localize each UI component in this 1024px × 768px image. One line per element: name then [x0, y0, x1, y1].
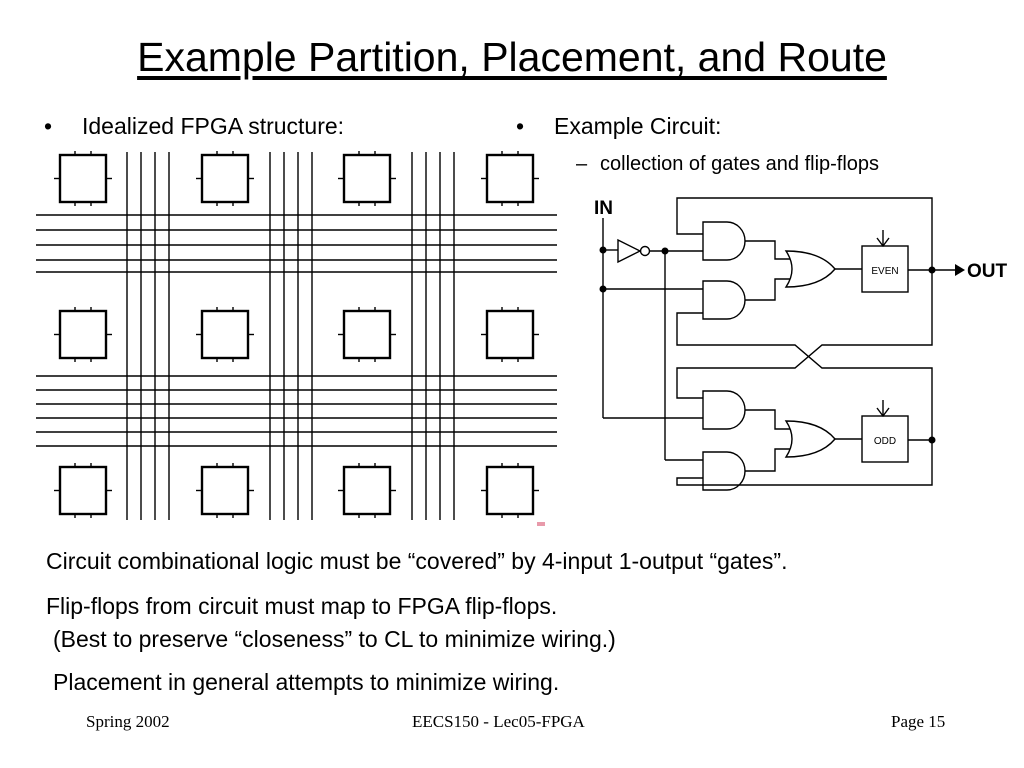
- and-gate: [702, 280, 746, 320]
- logic-block: [342, 153, 392, 204]
- logic-block: [342, 309, 392, 360]
- diagram-artifact: [537, 522, 545, 526]
- right-sub-bullet-text: collection of gates and flip-flops: [600, 153, 880, 175]
- paragraph-placement: Placement in general attempts to minimiz…: [53, 669, 560, 695]
- wire: [745, 409, 790, 430]
- paragraph-closeness: (Best to preserve “closeness” to CL to m…: [53, 626, 616, 652]
- circuit-input-label: IN: [594, 198, 613, 219]
- even-flip-flop-label: EVEN: [871, 266, 898, 277]
- wire: [745, 278, 790, 301]
- logic-block: [200, 153, 250, 204]
- and-gate: [702, 390, 746, 430]
- footer-date: Spring 2002: [86, 712, 170, 731]
- logic-block: [58, 309, 108, 360]
- sub-bullet-dash: –: [576, 153, 588, 175]
- logic-block: [200, 465, 250, 516]
- logic-block: [485, 153, 535, 204]
- even-cross-wire: [676, 270, 933, 399]
- bullet-dot: •: [516, 113, 525, 139]
- logic-block: [342, 465, 392, 516]
- logic-block: [58, 465, 108, 516]
- junction-dots: [599, 246, 936, 444]
- inverter-gate: [617, 238, 642, 264]
- paragraph-cover: Circuit combinational logic must be “cov…: [46, 548, 788, 574]
- bullet-dot: •: [44, 113, 53, 139]
- odd-flip-flop-label: ODD: [874, 436, 896, 447]
- or-gate: [784, 420, 836, 458]
- even-flip-flop: [861, 245, 909, 293]
- clock-arrow-icon: [876, 407, 890, 418]
- logic-block: [485, 309, 535, 360]
- circuit-output-label: OUT: [967, 261, 1008, 282]
- paragraph-flip-flops: Flip-flops from circuit must map to FPGA…: [46, 593, 558, 619]
- slide-title: Example Partition, Placement, and Route: [137, 34, 887, 80]
- odd-flip-flop: [861, 415, 909, 463]
- right-bullet-text: Example Circuit:: [554, 113, 722, 139]
- footer-page-number: Page 15: [891, 712, 946, 731]
- odd-feedback-wire: [676, 440, 933, 486]
- clock-arrow-icon: [876, 237, 890, 248]
- and-gate: [702, 451, 746, 491]
- and-gate: [702, 221, 746, 261]
- left-bullet-text: Idealized FPGA structure:: [82, 113, 345, 139]
- even-feedback-wire: [676, 197, 933, 270]
- logic-block: [58, 153, 108, 204]
- or-gate: [784, 250, 836, 288]
- footer-course: EECS150 - Lec05-FPGA: [412, 712, 585, 731]
- inverter-bubble: [639, 245, 651, 257]
- wire: [745, 240, 790, 260]
- logic-block: [485, 465, 535, 516]
- wire: [745, 448, 790, 472]
- odd-cross-wire: [676, 312, 933, 440]
- logic-block: [200, 309, 250, 360]
- output-arrow-icon: [955, 264, 965, 276]
